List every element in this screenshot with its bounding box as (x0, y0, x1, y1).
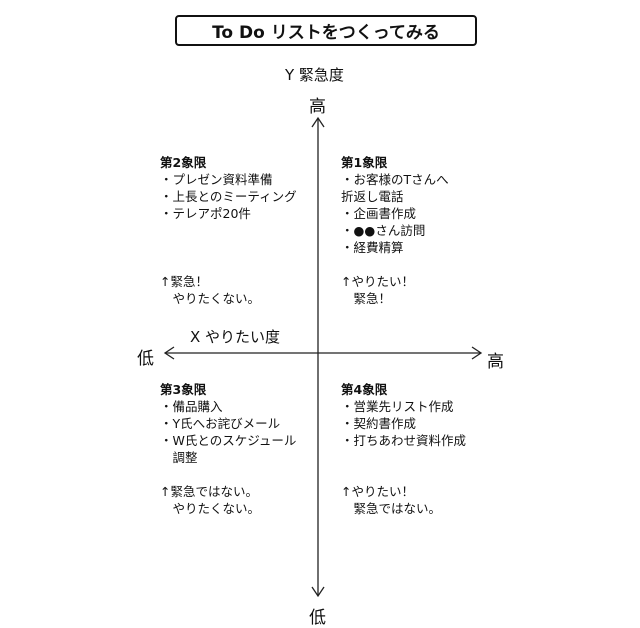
quadrant-1-item: ・企画書作成 (341, 206, 417, 221)
quadrant-1-item: 折返し電話 (341, 189, 404, 204)
quadrant-3-item: ・Y氏へお詫びメール (160, 416, 281, 431)
quadrant-1-note: 緊急！ (341, 291, 392, 306)
quadrant-4-title: 第4象限 (341, 382, 388, 397)
quadrant-2-item: ・テレアポ20件 (160, 206, 251, 221)
horizontal-axis-left-arrowhead (163, 346, 175, 360)
diagram-title: To Do リストをつくってみる (175, 15, 477, 46)
quadrant-1-item: ・経費精算 (341, 240, 404, 255)
quadrant-4-item: ・打ちあわせ資料作成 (341, 433, 467, 448)
quadrant-3-note: やりたくない。 (160, 501, 261, 516)
quadrant-3-title: 第3象限 (160, 382, 207, 397)
quadrant-1-item: ・お客様のTさんへ (341, 172, 449, 187)
quadrant-2: 第2象限 ・プレゼン資料準備 ・上長とのミーティング ・テレアポ20件 ↑緊急！… (160, 154, 297, 307)
quadrant-1-item: ・●●さん訪問 (341, 223, 426, 238)
quadrant-1: 第1象限 ・お客様のTさんへ 折返し電話 ・企画書作成 ・●●さん訪問 ・経費精… (341, 154, 449, 307)
quadrant-2-note: ↑緊急！ (160, 274, 208, 289)
quadrant-2-item: ・プレゼン資料準備 (160, 172, 273, 187)
x-axis-left-label: 低 (137, 349, 154, 369)
y-axis-bottom-label: 低 (309, 608, 326, 628)
quadrant-3-note: ↑緊急ではない。 (160, 484, 258, 499)
quadrant-4: 第4象限 ・営業先リスト作成 ・契約書作成 ・打ちあわせ資料作成 ↑やりたい！ … (341, 381, 466, 517)
quadrant-2-note: やりたくない。 (160, 291, 261, 306)
quadrant-2-title: 第2象限 (160, 155, 207, 170)
quadrant-3: 第3象限 ・備品購入 ・Y氏へお詫びメール ・W氏とのスケジュール 調整 ↑緊急… (160, 381, 296, 517)
quadrant-4-item: ・営業先リスト作成 (341, 399, 454, 414)
quadrant-4-note: ↑やりたい！ (341, 484, 414, 499)
quadrant-1-title: 第1象限 (341, 155, 388, 170)
x-axis-name: X やりたい度 (190, 328, 281, 346)
quadrant-3-item: 調整 (160, 450, 198, 465)
vertical-axis-bottom-arrowhead (311, 586, 325, 598)
quadrant-2-item: ・上長とのミーティング (160, 189, 297, 204)
quadrant-3-item: ・備品購入 (160, 399, 223, 414)
quadrant-3-item: ・W氏とのスケジュール (160, 433, 297, 448)
vertical-axis-top-arrowhead (311, 116, 325, 128)
y-axis-top-label: 高 (309, 97, 326, 117)
quadrant-4-note: 緊急ではない。 (341, 501, 442, 516)
y-axis-name: Y 緊急度 (285, 66, 344, 84)
horizontal-axis-right-arrowhead (471, 346, 483, 360)
quadrant-4-item: ・契約書作成 (341, 416, 417, 431)
x-axis-right-label: 高 (487, 352, 504, 372)
quadrant-1-note: ↑やりたい！ (341, 274, 414, 289)
